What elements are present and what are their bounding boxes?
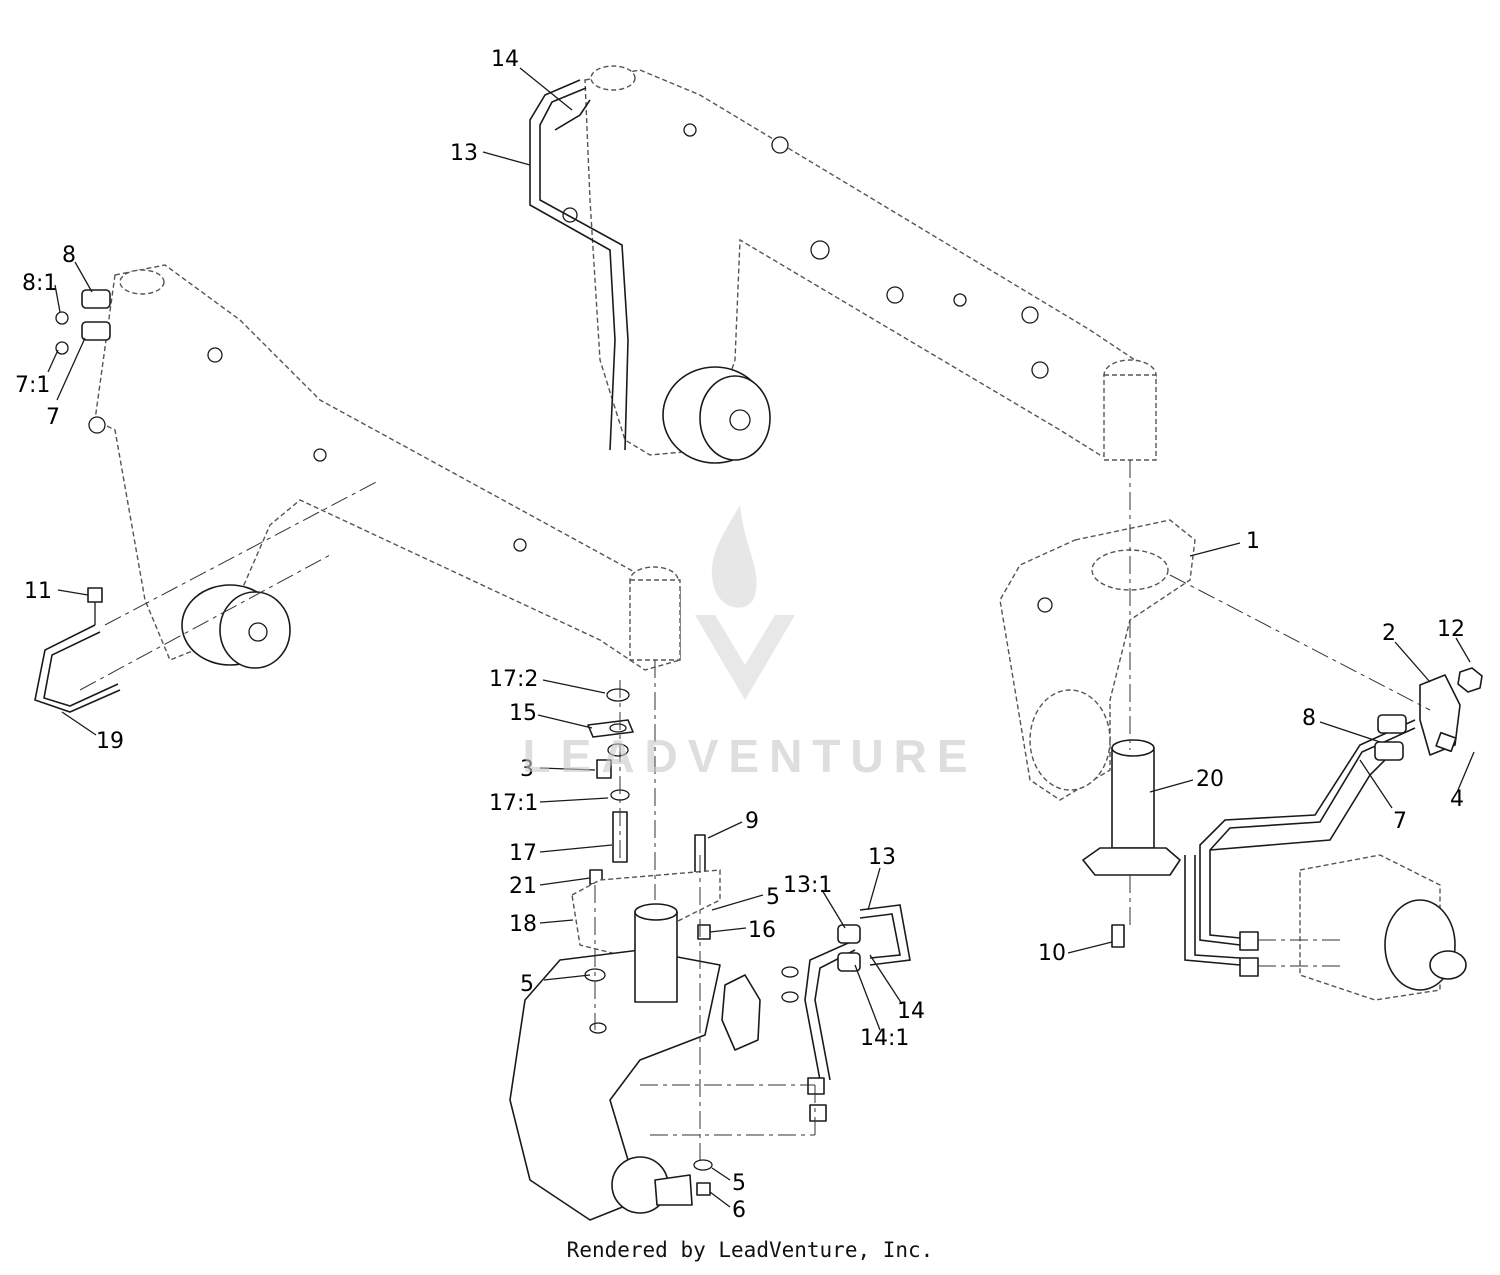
callout-7-right: 7 xyxy=(1393,809,1407,834)
callout-7-left: 7 xyxy=(46,405,60,430)
callout-8-right: 8 xyxy=(1302,706,1316,731)
callout-numbers: 14 13 8:1 8 7:1 7 11 19 1 2 12 8 7 4 20 … xyxy=(15,47,1465,1223)
rear-hydraulic-tubes xyxy=(529,79,629,451)
callout-6: 6 xyxy=(732,1198,746,1223)
callout-14-bot: 14 xyxy=(897,999,925,1024)
callout-21: 21 xyxy=(509,874,537,899)
callout-9: 9 xyxy=(745,809,759,834)
callout-19: 19 xyxy=(96,729,124,754)
front-tube-fittings xyxy=(55,289,111,355)
center-lines xyxy=(79,460,1431,1165)
right-wheel-motor xyxy=(1299,854,1467,1001)
u-bracket-19 xyxy=(34,587,121,713)
front-axle-frame xyxy=(88,264,681,671)
callout-14-top: 14 xyxy=(491,47,519,72)
callout-2: 2 xyxy=(1382,621,1396,646)
callout-4: 4 xyxy=(1450,787,1464,812)
callout-15: 15 xyxy=(509,701,537,726)
callout-18: 18 xyxy=(509,912,537,937)
rendered-by-footer: Rendered by LeadVenture, Inc. xyxy=(566,1238,934,1262)
callout-17-1: 17:1 xyxy=(489,791,538,816)
callout-10: 10 xyxy=(1038,941,1066,966)
callout-20: 20 xyxy=(1196,767,1224,792)
callout-5-c: 5 xyxy=(732,1171,746,1196)
callout-1: 1 xyxy=(1246,529,1260,554)
callout-5-b: 5 xyxy=(520,972,534,997)
callout-11: 11 xyxy=(24,579,52,604)
leader-lines xyxy=(47,67,1475,1208)
steering-knuckle-1 xyxy=(999,519,1196,801)
callout-8-left: 8 xyxy=(62,243,76,268)
center-tube-bracket xyxy=(693,904,911,1196)
callout-14-1: 14:1 xyxy=(860,1026,909,1051)
rear-axle-frame xyxy=(562,65,1157,461)
front-wheel-motor xyxy=(181,584,291,669)
callout-13-bot: 13 xyxy=(868,845,896,870)
center-knuckle-assembly xyxy=(509,869,721,1221)
callout-12: 12 xyxy=(1437,617,1465,642)
callout-17-2: 17:2 xyxy=(489,667,538,692)
right-hydraulic-tubes xyxy=(1184,714,1416,977)
callout-3: 3 xyxy=(520,757,534,782)
callout-13-1: 13:1 xyxy=(783,873,832,898)
rear-wheel-motor xyxy=(662,366,771,464)
callout-16: 16 xyxy=(748,918,776,943)
kingpin-20 xyxy=(1082,739,1181,948)
callout-8-1-left: 8:1 xyxy=(22,271,57,296)
callout-17: 17 xyxy=(509,841,537,866)
callout-7-1-left: 7:1 xyxy=(15,373,50,398)
tube-bracket-2 xyxy=(1419,667,1483,756)
callout-5-a: 5 xyxy=(766,885,780,910)
callout-13-top: 13 xyxy=(450,141,478,166)
